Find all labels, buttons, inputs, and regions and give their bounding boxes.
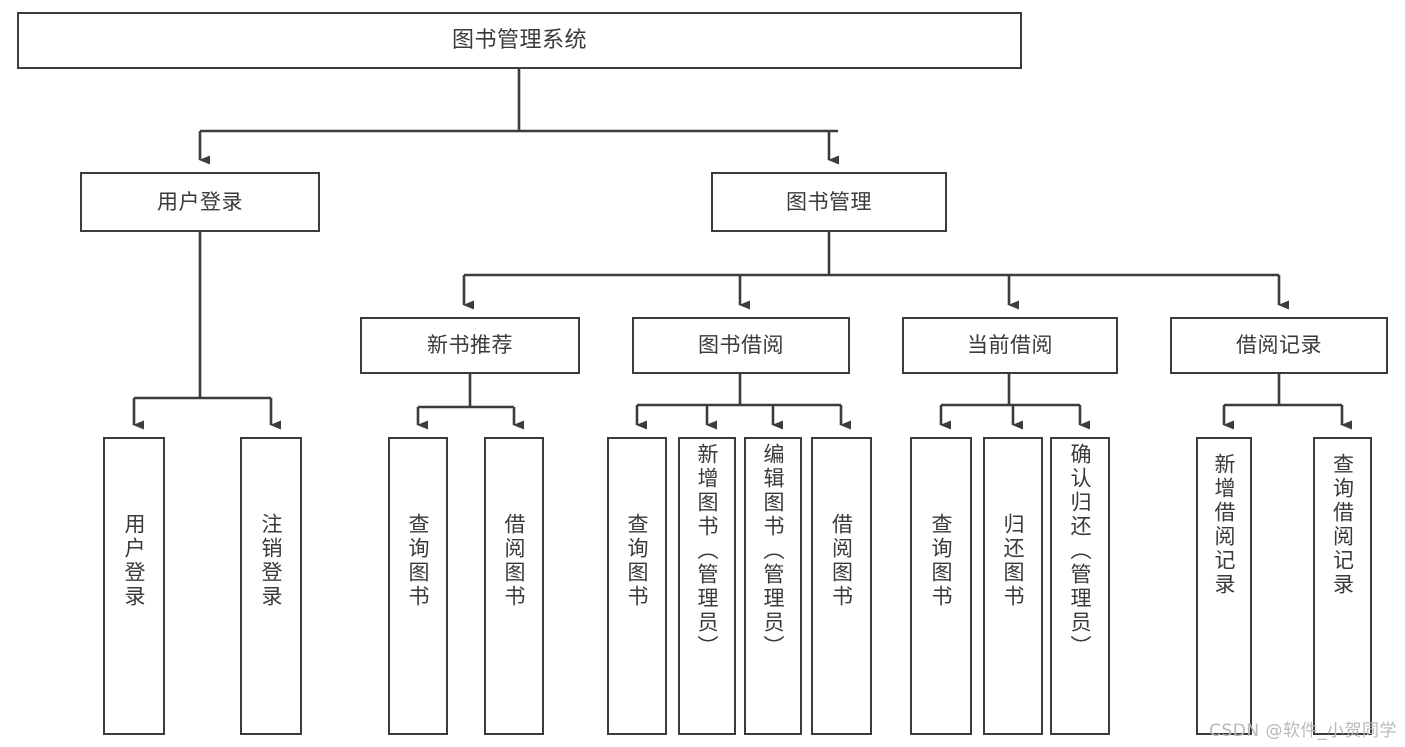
- node-root-label: 图书管理系统: [451, 27, 587, 53]
- node-leaf-user-logout[interactable]: 注销登录: [240, 437, 302, 735]
- node-leaf-query-book-1[interactable]: 查询图书: [388, 437, 448, 735]
- node-new-book-recommend[interactable]: 新书推荐: [360, 317, 580, 374]
- node-borrow-record-label: 借阅记录: [1236, 333, 1322, 358]
- node-leaf-query-record[interactable]: 查询借阅记录: [1313, 437, 1372, 735]
- node-leaf-confirm-return-label: 确认归还（管理员）: [1068, 443, 1093, 659]
- node-leaf-borrow-book-1[interactable]: 借阅图书: [484, 437, 544, 735]
- node-leaf-edit-book[interactable]: 编辑图书（管理员）: [744, 437, 802, 735]
- node-leaf-add-record[interactable]: 新增借阅记录: [1196, 437, 1252, 735]
- node-leaf-user-login-label: 用户登录: [122, 513, 147, 609]
- node-book-manage-label: 图书管理: [786, 189, 872, 214]
- node-leaf-user-login[interactable]: 用户登录: [103, 437, 165, 735]
- node-user-login-label: 用户登录: [157, 189, 243, 214]
- node-borrow-record[interactable]: 借阅记录: [1170, 317, 1388, 374]
- node-leaf-query-book-3-label: 查询图书: [929, 513, 954, 609]
- node-leaf-query-book-1-label: 查询图书: [406, 513, 431, 609]
- node-leaf-edit-book-label: 编辑图书（管理员）: [761, 443, 786, 659]
- node-leaf-query-book-2-label: 查询图书: [625, 513, 650, 609]
- node-leaf-add-record-label: 新增借阅记录: [1212, 453, 1237, 597]
- node-leaf-confirm-return[interactable]: 确认归还（管理员）: [1050, 437, 1110, 735]
- node-leaf-borrow-book-2[interactable]: 借阅图书: [811, 437, 872, 735]
- node-book-manage[interactable]: 图书管理: [711, 172, 947, 232]
- node-leaf-query-book-3[interactable]: 查询图书: [910, 437, 972, 735]
- node-user-login[interactable]: 用户登录: [80, 172, 320, 232]
- node-leaf-return-book[interactable]: 归还图书: [983, 437, 1043, 735]
- node-leaf-add-book[interactable]: 新增图书（管理员）: [678, 437, 736, 735]
- node-leaf-query-book-2[interactable]: 查询图书: [607, 437, 667, 735]
- node-leaf-add-book-label: 新增图书（管理员）: [695, 443, 720, 659]
- node-root[interactable]: 图书管理系统: [17, 12, 1022, 69]
- node-leaf-query-record-label: 查询借阅记录: [1330, 453, 1355, 597]
- node-current-borrow-label: 当前借阅: [967, 333, 1053, 358]
- node-leaf-user-logout-label: 注销登录: [259, 513, 284, 609]
- node-leaf-return-book-label: 归还图书: [1001, 513, 1026, 609]
- node-new-book-recommend-label: 新书推荐: [427, 333, 513, 358]
- node-current-borrow[interactable]: 当前借阅: [902, 317, 1118, 374]
- watermark-text: CSDN @软件_小贺同学: [1209, 721, 1397, 741]
- node-book-borrow-label: 图书借阅: [698, 333, 784, 358]
- node-leaf-borrow-book-2-label: 借阅图书: [829, 513, 854, 609]
- node-book-borrow[interactable]: 图书借阅: [632, 317, 850, 374]
- node-leaf-borrow-book-1-label: 借阅图书: [502, 513, 527, 609]
